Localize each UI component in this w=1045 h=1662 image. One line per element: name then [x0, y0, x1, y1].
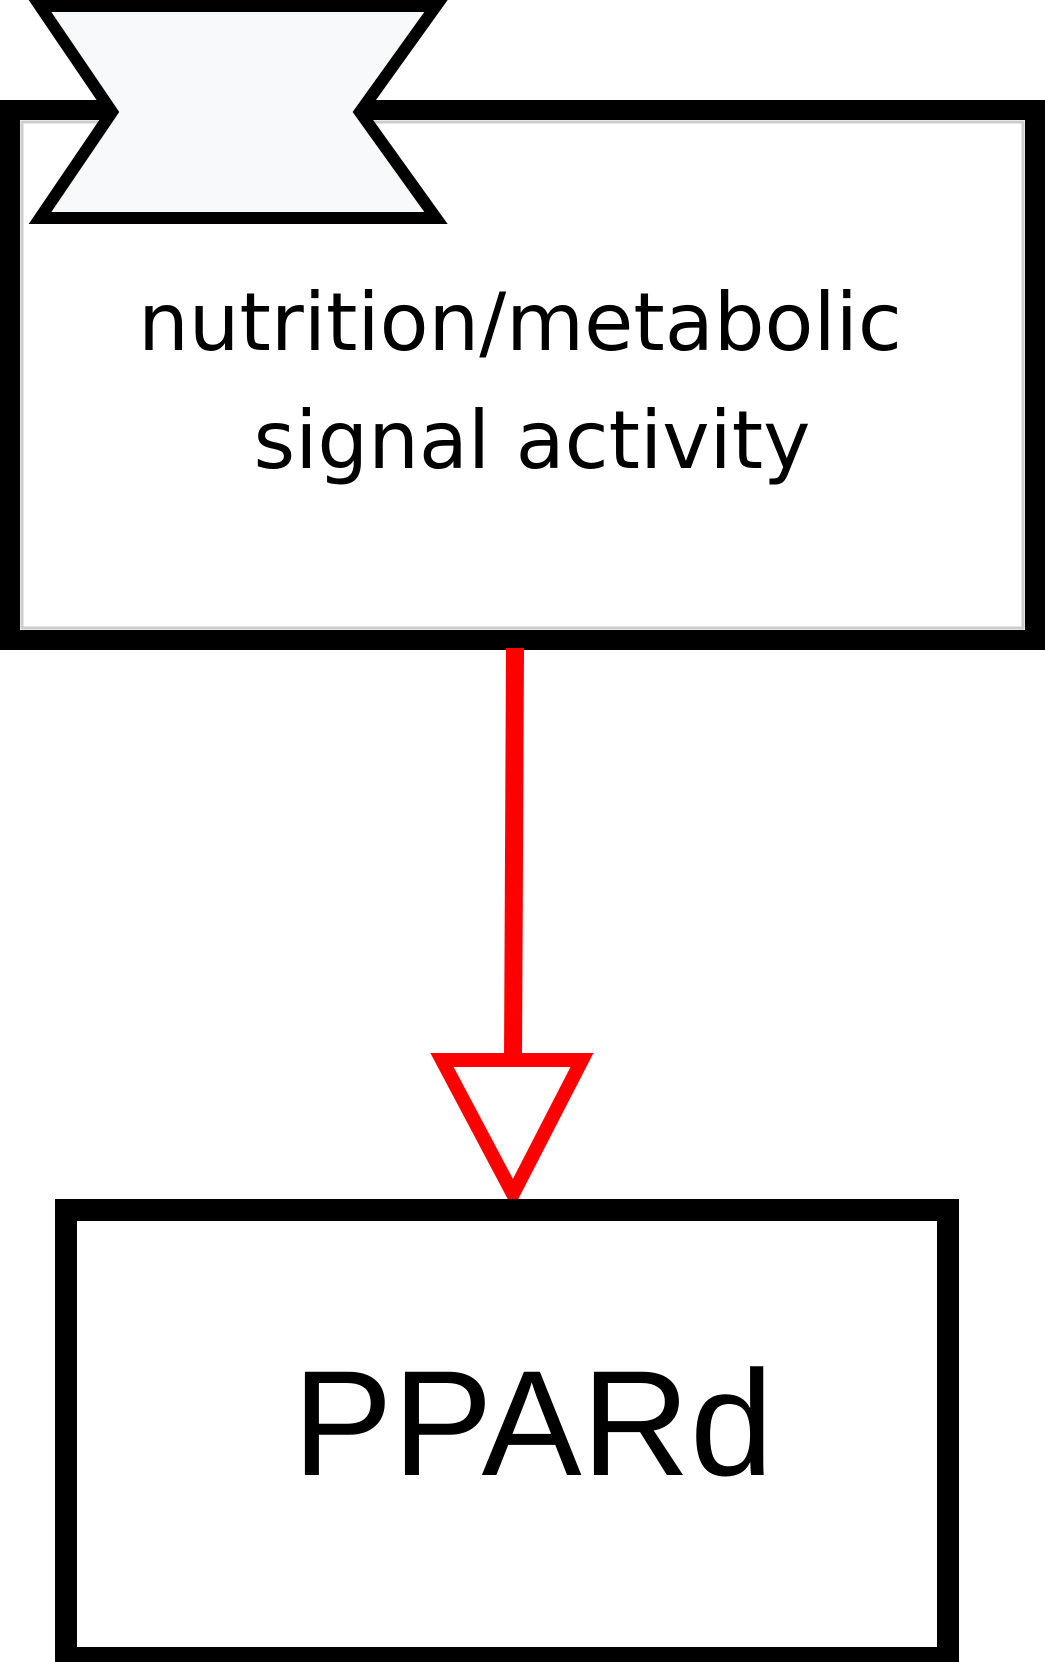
- phenotype-node-inner-shade: [20, 120, 1025, 630]
- gene-node-box: [55, 1199, 959, 1662]
- edge-line: [504, 647, 524, 1061]
- edge-phenotype-to-gene[interactable]: [430, 647, 594, 1210]
- phenotype-bowtie-icon: [28, 0, 448, 224]
- open-triangle-arrowhead-icon: [430, 1053, 594, 1210]
- gene-label: PPARd: [293, 1339, 774, 1507]
- phenotype-label-line2: signal activity: [254, 394, 811, 487]
- phenotype-node[interactable]: nutrition/metabolic signal activity: [0, 0, 1045, 650]
- phenotype-label-line1: nutrition/metabolic: [138, 276, 902, 369]
- gene-node[interactable]: PPARd: [55, 1199, 959, 1662]
